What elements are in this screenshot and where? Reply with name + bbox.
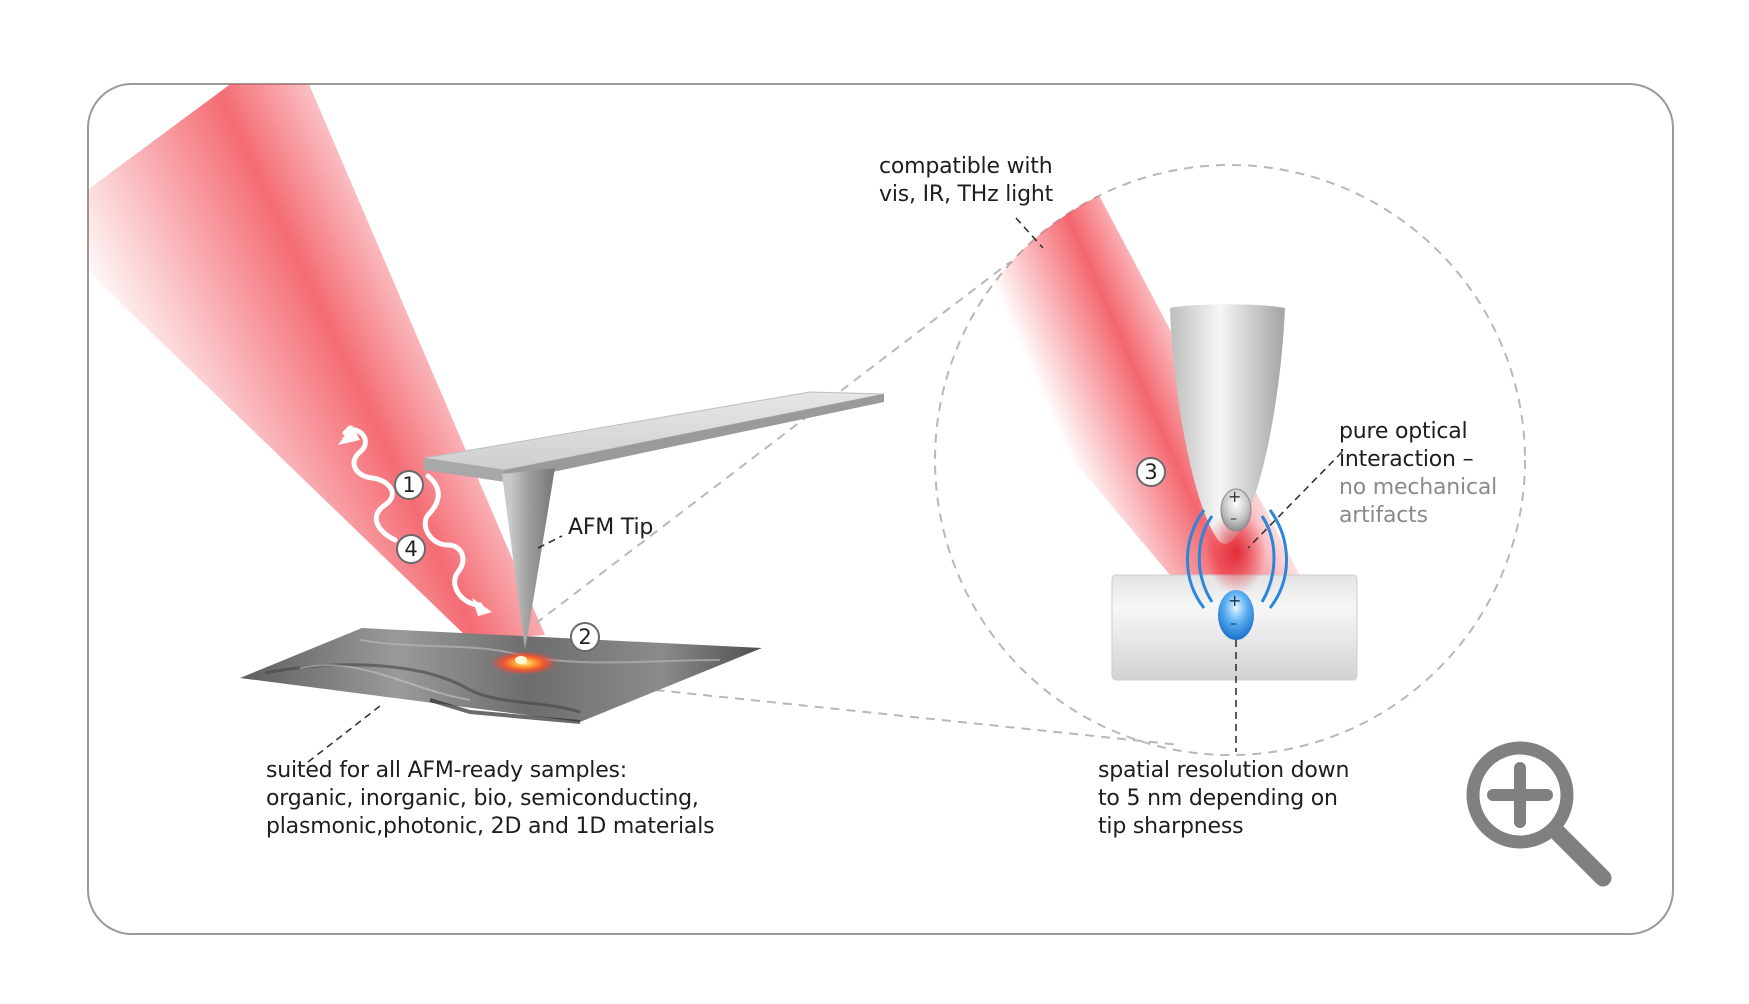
frame <box>87 83 1674 935</box>
cantilever <box>423 391 885 482</box>
sample-charge-minus: – <box>1230 616 1237 632</box>
near-field-glow <box>1206 510 1266 594</box>
sample-charge <box>1218 590 1254 640</box>
marker-2: 2 <box>570 622 600 652</box>
arrow-head-up <box>338 425 360 445</box>
samples-line-2: organic, inorganic, bio, semiconducting, <box>266 786 699 811</box>
afm-tip-label: AFM Tip <box>568 515 654 540</box>
zoom-guide-top <box>471 261 1011 673</box>
zoom-circle <box>934 164 1526 756</box>
samples-line-3: plasmonic,photonic, 2D and 1D materials <box>266 814 715 839</box>
samples-label: suited for all AFM-ready samples: organi… <box>266 757 715 841</box>
zoomed-tip <box>1170 304 1285 544</box>
light-compat-line-2: vis, IR, THz light <box>879 182 1054 207</box>
optical-line-2: interaction – <box>1339 447 1474 472</box>
marker-4: 4 <box>396 534 426 564</box>
samples-line-1: suited for all AFM-ready samples: <box>266 758 628 783</box>
marker-3: 3 <box>1136 457 1166 487</box>
leader-lines <box>307 217 1343 763</box>
optical-line-1: pure optical <box>1339 419 1468 444</box>
emitted-light-arrows <box>342 425 483 608</box>
arrow-head-down <box>472 598 492 616</box>
afm-tip <box>502 468 555 650</box>
resolution-label: spatial resolution down to 5 nm dependin… <box>1098 757 1349 841</box>
tip-charge <box>1220 488 1252 532</box>
optical-interaction-label: pure optical interaction – no mechanical… <box>1339 418 1497 530</box>
zoom-guide-bottom <box>559 679 1181 746</box>
resolution-line-2: to 5 nm depending on <box>1098 786 1338 811</box>
zoom-in-magnifier-icon[interactable] <box>1466 741 1612 887</box>
light-compat-line-1: compatible with <box>879 154 1053 179</box>
optical-line-4: artifacts <box>1339 503 1428 528</box>
resolution-line-1: spatial resolution down <box>1098 758 1350 783</box>
tip-charge-minus: – <box>1230 511 1237 527</box>
marker-1: 1 <box>394 470 424 500</box>
optical-line-3: no mechanical <box>1339 475 1498 500</box>
tip-charge-plus: + <box>1228 487 1242 506</box>
light-compat-label: compatible with vis, IR, THz light <box>879 153 1053 209</box>
resolution-line-3: tip sharpness <box>1098 814 1244 839</box>
field-lines <box>1186 509 1288 609</box>
sample-charge-plus: + <box>1228 591 1242 610</box>
